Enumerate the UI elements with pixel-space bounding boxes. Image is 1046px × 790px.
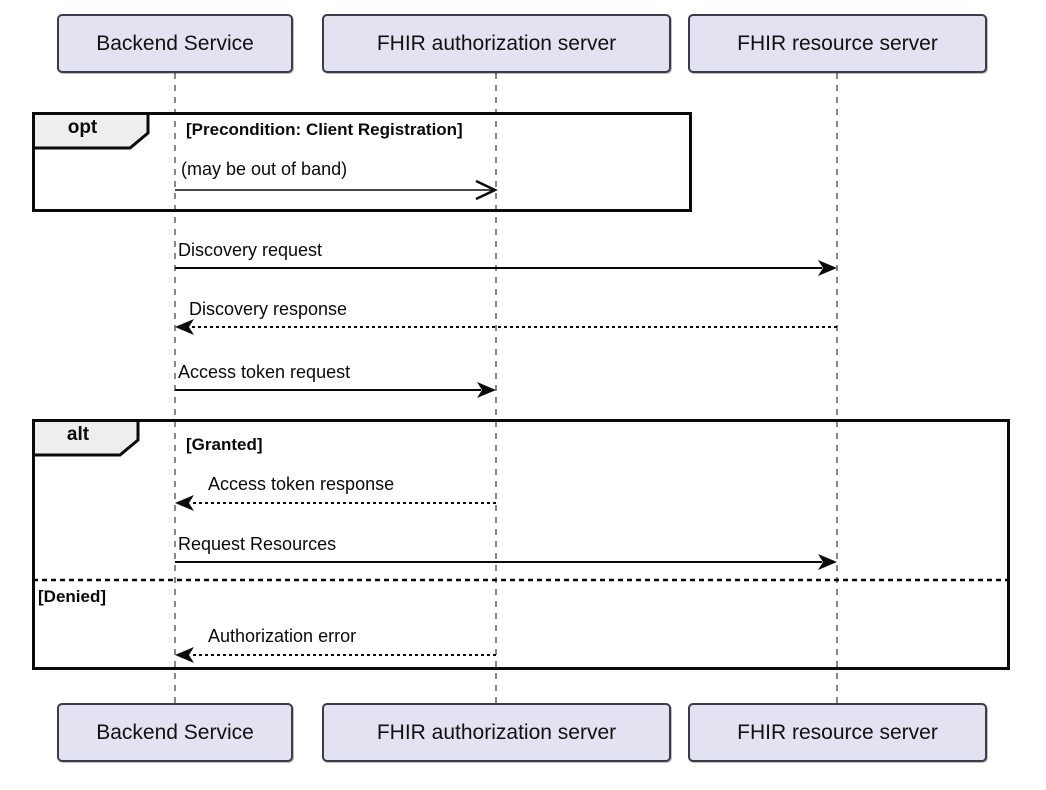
participant-fhir-authorization-server-bottom: FHIR authorization server	[322, 703, 671, 762]
participant-fhir-resource-server-bottom: FHIR resource server	[688, 703, 987, 762]
message-label-authorization-error: Authorization error	[208, 626, 357, 646]
message-label-discovery-response: Discovery response	[189, 299, 348, 319]
message-label-discovery-request: Discovery request	[178, 240, 323, 260]
participant-backend-service-bottom: Backend Service	[57, 703, 293, 762]
fragment-alt-operator: alt	[66, 424, 90, 445]
fragment-opt-tab-shape	[32, 112, 150, 150]
arrowhead-open-right	[475, 179, 498, 201]
arrowhead-filled-right	[818, 260, 837, 276]
arrowhead-filled-left	[175, 495, 194, 511]
arrowhead-filled-right	[477, 382, 496, 398]
fragment-alt-guard-denied: [Denied]	[38, 587, 106, 606]
message-label-access-token-response: Access token response	[208, 474, 395, 494]
participant-fhir-resource-server-top: FHIR resource server	[688, 14, 987, 73]
arrowhead-filled-left	[175, 647, 194, 663]
message-label-access-token-request: Access token request	[178, 362, 351, 382]
fragment-opt-operator: opt	[67, 117, 98, 138]
fragment-opt: opt	[32, 112, 692, 212]
arrowhead-filled-left	[175, 319, 194, 335]
message-label-request-resources: Request Resources	[178, 534, 337, 554]
fragment-alt: alt	[32, 419, 1010, 670]
fragment-opt-guard: [Precondition: Client Registration]	[186, 120, 463, 139]
arrowhead-filled-right	[818, 554, 837, 570]
participant-backend-service-top: Backend Service	[57, 14, 293, 73]
fragment-alt-tab-shape	[32, 419, 140, 457]
participant-fhir-authorization-server-top: FHIR authorization server	[322, 14, 671, 73]
message-label-out-of-band: (may be out of band)	[181, 159, 348, 179]
fragment-alt-guard-granted: [Granted]	[186, 435, 263, 454]
